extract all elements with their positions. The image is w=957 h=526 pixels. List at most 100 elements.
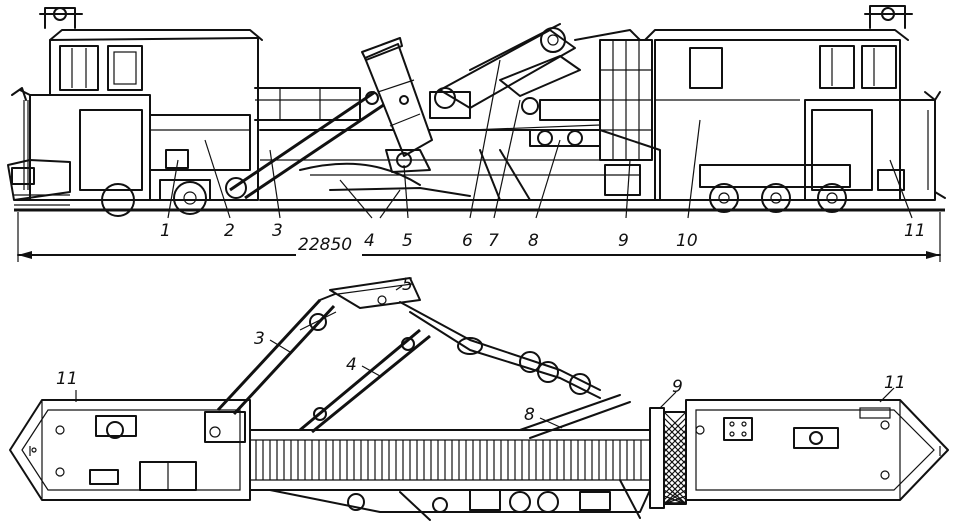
side-label-5: 5 <box>402 231 413 251</box>
left-cab-roof <box>49 29 263 41</box>
right-wheel-2 <box>761 183 791 213</box>
right-cab-outline <box>654 39 901 201</box>
left-plough <box>7 87 151 206</box>
plan-left-cab <box>9 399 251 501</box>
mesh-line <box>663 477 687 501</box>
mesh-line <box>663 453 687 477</box>
middle-upper-frame <box>254 87 361 121</box>
right-plough-box <box>804 99 936 201</box>
plan-strut-4-a <box>299 328 421 432</box>
part-9-frame <box>599 39 653 196</box>
left-plough-panel <box>79 109 143 191</box>
side-label-1: 1 <box>160 221 171 241</box>
mesh-line <box>663 501 687 505</box>
left-cab-outline <box>49 37 259 201</box>
plan-lower-mechanism <box>269 479 651 521</box>
plan-conveyor-outline <box>249 429 651 491</box>
left-roof-fitting <box>44 7 76 29</box>
plan-strut-4 <box>299 328 431 434</box>
mesh-line <box>663 465 687 489</box>
mesh-line <box>663 411 687 435</box>
right-bogie-frame <box>699 164 851 188</box>
part-4-link <box>299 162 421 186</box>
plan-arm-upper <box>399 301 601 391</box>
plan-conveyor <box>249 429 651 491</box>
left-wheel-2 <box>173 181 207 215</box>
side-label-10: 10 <box>676 231 698 251</box>
mesh-line <box>663 429 687 453</box>
mesh-line <box>663 423 687 447</box>
mesh-line <box>663 435 687 459</box>
left-cab-window-1 <box>59 45 99 91</box>
right-cab-window-3 <box>861 45 897 89</box>
part-8-cylinder <box>529 129 601 147</box>
right-wheel-1 <box>709 183 739 213</box>
plan-right-cab-outline <box>685 399 949 501</box>
plan-left-box <box>204 411 246 443</box>
left-cab <box>39 7 263 201</box>
boom-3-upper <box>229 90 376 192</box>
part-2-housing <box>149 114 251 171</box>
mesh-pattern <box>663 411 687 505</box>
side-label-9: 9 <box>618 231 629 251</box>
left-bogie <box>101 179 211 217</box>
plan-label-5: 5 <box>402 275 413 295</box>
right-cab-window-2 <box>819 45 855 89</box>
left-brush <box>7 159 71 201</box>
right-cab-window-1 <box>689 47 723 89</box>
part-6-arm <box>439 29 576 109</box>
plan-leaders <box>75 285 895 429</box>
left-wheel-1 <box>101 183 135 217</box>
side-leaders <box>167 59 913 219</box>
mesh-line <box>663 441 687 465</box>
plan-boom-3-a <box>216 298 322 412</box>
plan-strut-4-b <box>311 334 431 434</box>
plan-label-3: 3 <box>254 329 265 349</box>
hopper-5-body <box>364 43 433 157</box>
conveyor-slats <box>255 440 642 480</box>
right-bogie <box>699 164 851 213</box>
side-view: 1 2 3 4 5 6 7 8 9 10 11 22850 <box>7 5 946 262</box>
plan-part-5 <box>329 277 601 399</box>
mesh-line <box>663 471 687 495</box>
plan-boom-3 <box>216 291 341 416</box>
boom-3-lower <box>244 102 386 200</box>
plan-boom-3-b <box>232 304 336 416</box>
side-label-6: 6 <box>462 231 473 251</box>
dimension-value: 22850 <box>298 235 352 255</box>
mesh-line <box>663 417 687 441</box>
right-roof-fitting <box>869 5 906 29</box>
boom-3-pivot <box>225 177 247 199</box>
plan-part-9-plate <box>649 407 665 509</box>
side-label-2: 2 <box>224 221 235 241</box>
right-plough <box>804 91 946 201</box>
plan-label-8: 8 <box>524 405 535 425</box>
left-cab-window-2 <box>107 45 143 91</box>
mesh-line <box>663 489 687 505</box>
plan-label-11-right: 11 <box>884 373 906 393</box>
part-6-drum <box>540 27 566 53</box>
plan-rod-8 <box>519 394 621 431</box>
side-label-8: 8 <box>528 231 539 251</box>
right-cab-roof <box>644 29 909 41</box>
center-machinery <box>429 23 641 201</box>
part-7-housing <box>499 55 581 97</box>
plan-label-9: 9 <box>672 377 683 397</box>
side-label-3: 3 <box>272 221 283 241</box>
mesh-line <box>663 447 687 471</box>
side-label-7: 7 <box>488 231 499 251</box>
mesh-line <box>663 459 687 483</box>
part-5-hopper <box>361 37 433 173</box>
mesh-line <box>663 483 687 505</box>
plan-label-4: 4 <box>346 355 357 375</box>
plan-right-cab <box>685 399 949 501</box>
right-wheel-3 <box>817 183 847 213</box>
plan-part-9 <box>649 407 687 509</box>
part-3-boom <box>225 90 386 200</box>
side-label-4: 4 <box>364 231 375 251</box>
plan-view: 3 4 5 8 9 11 11 <box>9 275 949 521</box>
side-label-11: 11 <box>904 221 926 241</box>
dimension-line <box>17 212 941 262</box>
